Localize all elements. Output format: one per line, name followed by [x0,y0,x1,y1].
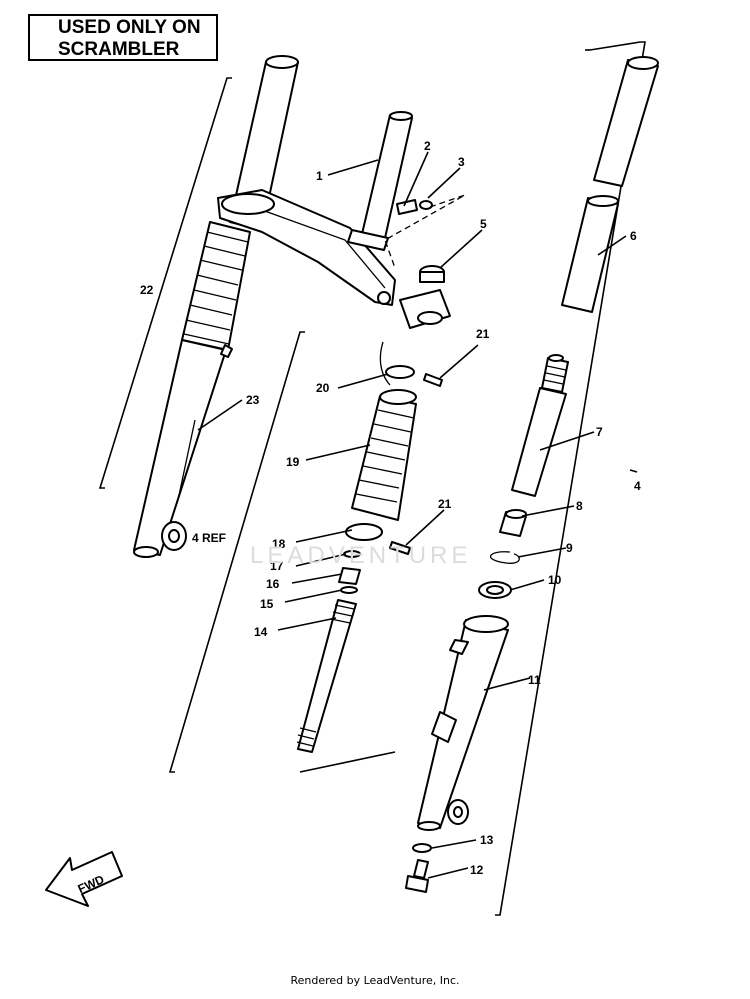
callout-20: 20 [316,381,330,395]
callout-9: 9 [566,541,573,555]
callout-21-upper: 21 [476,327,490,341]
callout-13: 13 [480,833,494,847]
fork-leg-parts-right [405,56,659,893]
watermark: LEADVENTURE [250,542,472,569]
inner-parts-center [296,194,466,753]
fwd-arrow-icon: FWD [45,851,123,907]
callout-15: 15 [260,597,274,611]
callout-5: 5 [480,217,487,231]
callout-19: 19 [286,455,300,469]
callout-22: 22 [140,283,154,297]
notice-line-1: USED ONLY ON [58,17,201,38]
render-credit: Rendered by LeadVenture, Inc. [290,974,460,987]
callout-2: 2 [424,139,431,153]
fork-assembly-left [133,55,413,558]
bracket-lines [98,41,646,916]
callout-23: 23 [246,393,260,407]
callout-7: 7 [596,425,603,439]
notice-line-2: SCRAMBLER [58,39,180,60]
callout-17: 17 [270,559,284,573]
callout-16: 16 [266,577,280,591]
callout-4: 4 [634,479,641,493]
callout-1: 1 [316,169,323,183]
callout-21-lower: 21 [438,497,452,511]
callout-4-ref: 4 REF [192,531,226,545]
callout-3: 3 [458,155,465,169]
callout-6: 6 [630,229,637,243]
callout-8: 8 [576,499,583,513]
callout-labels: 1 2 3 5 6 21 20 19 23 22 7 4 8 9 10 11 2… [140,139,641,877]
leader-lines [197,151,627,879]
callout-14: 14 [254,625,268,639]
callout-11: 11 [528,673,541,687]
callout-10: 10 [548,573,562,587]
scrambler-notice-box: USED ONLY ON SCRAMBLER [28,14,218,61]
callout-18: 18 [272,537,286,551]
callout-12: 12 [470,863,484,877]
